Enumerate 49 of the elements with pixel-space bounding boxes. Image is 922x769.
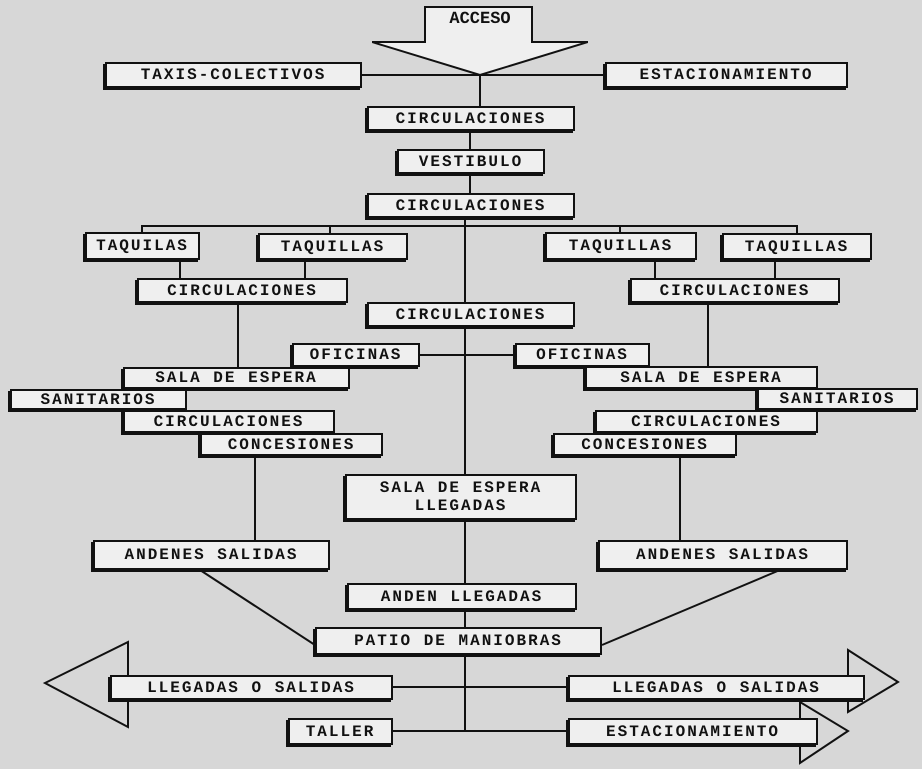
connector-line bbox=[464, 327, 466, 474]
room-box: CIRCULACIONES bbox=[367, 302, 575, 327]
room-box: CONCESIONES bbox=[553, 433, 737, 456]
room-box: CIRCULACIONES bbox=[367, 106, 575, 131]
room-box: CIRCULACIONES bbox=[137, 278, 348, 303]
room-box: SALA DE ESPERA LLEGADAS bbox=[345, 474, 577, 520]
room-box: TAQUILAS bbox=[85, 232, 200, 260]
connector-line bbox=[304, 260, 306, 278]
room-box: OFICINAS bbox=[292, 343, 420, 367]
room-box: TAQUILLAS bbox=[545, 232, 697, 260]
connector-line bbox=[464, 655, 568, 732]
entrance-arrow-shape bbox=[372, 5, 588, 75]
room-box: SALA DE ESPERA bbox=[123, 367, 350, 389]
room-box: TAXIS-COLECTIVOS bbox=[105, 62, 362, 88]
connector-line bbox=[679, 456, 681, 540]
room-box: SANITARIOS bbox=[10, 389, 187, 410]
connector-line bbox=[469, 131, 471, 149]
connector-line bbox=[707, 303, 709, 366]
room-box: ANDENES SALIDAS bbox=[93, 540, 330, 570]
connector-line bbox=[464, 520, 466, 583]
room-box: CIRCULACIONES bbox=[630, 278, 840, 303]
room-box: OFICINAS bbox=[515, 343, 650, 367]
connector-line bbox=[179, 260, 181, 278]
room-box: ANDEN LLEGADAS bbox=[347, 583, 577, 610]
room-box: TALLER bbox=[288, 718, 393, 745]
connector-line bbox=[199, 569, 316, 646]
room-box: PATIO DE MANIOBRAS bbox=[315, 627, 602, 655]
connector-line bbox=[654, 260, 656, 278]
room-box: ESTACIONAMIENTO bbox=[568, 718, 818, 745]
room-box: TAQUILLAS bbox=[722, 233, 872, 260]
room-box: ANDENES SALIDAS bbox=[598, 540, 848, 570]
connector-line bbox=[254, 456, 256, 540]
room-box: VESTIBULO bbox=[397, 149, 545, 174]
room-box: CONCESIONES bbox=[200, 433, 383, 456]
connector-line bbox=[469, 174, 471, 193]
room-box: CIRCULACIONES bbox=[595, 410, 818, 433]
connector-line bbox=[774, 260, 776, 278]
room-box: SALA DE ESPERA bbox=[585, 366, 818, 389]
room-box: CIRCULACIONES bbox=[123, 410, 335, 433]
room-box: LLEGADAS O SALIDAS bbox=[568, 675, 865, 700]
room-box: CIRCULACIONES bbox=[367, 193, 575, 218]
connector-line bbox=[464, 610, 466, 627]
connector-line bbox=[464, 218, 466, 302]
room-box: TAQUILLAS bbox=[258, 233, 408, 260]
node-label: ACCESO bbox=[449, 11, 511, 29]
room-box: LLEGADAS O SALIDAS bbox=[110, 675, 393, 700]
room-box: ESTACIONAMIENTO bbox=[605, 62, 848, 88]
room-box: SANITARIOS bbox=[757, 388, 918, 410]
connector-line bbox=[237, 303, 239, 367]
